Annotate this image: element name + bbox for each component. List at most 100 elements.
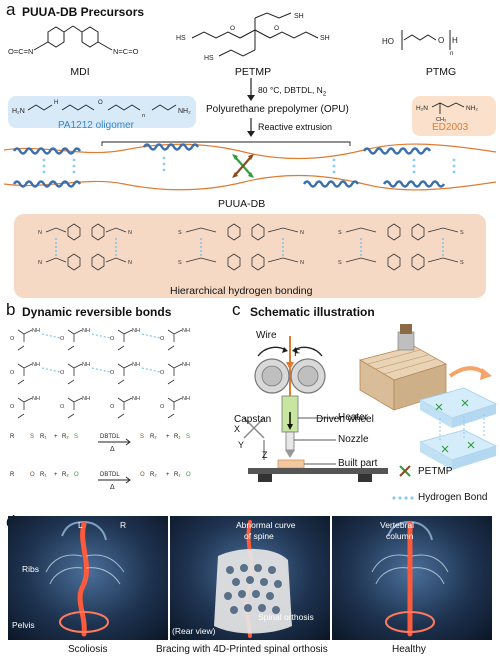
spinal-orthosis-label: Spinal orthosis [258, 612, 314, 622]
svg-text:NH: NH [132, 362, 140, 368]
caption-bracing: Bracing with 4D-Printed spinal orthosis [156, 644, 328, 655]
driven-wheel-label: Driven wheel [316, 414, 374, 425]
panel-c-title: Schematic illustration [250, 305, 375, 319]
svg-text:N: N [128, 260, 132, 266]
svg-text:NH: NH [82, 362, 90, 368]
extrusion-arrow [247, 118, 255, 137]
abnormal-curve-label-2: of spine [244, 531, 274, 541]
svg-text:NH: NH [82, 328, 90, 334]
svg-text:O: O [160, 336, 165, 342]
prepolymer-label: Polyurethane prepolymer (OPU) [206, 104, 349, 115]
svg-text:R₁: R₁ [40, 434, 46, 440]
pelvis-label: Pelvis [12, 620, 35, 630]
svg-text:O: O [10, 336, 15, 342]
puua-db-network [4, 141, 496, 191]
healthy-spine [371, 520, 449, 637]
catalyst-1: DBTDL [100, 434, 120, 440]
caption-healthy: Healthy [392, 644, 426, 655]
svg-text:NH: NH [132, 328, 140, 334]
vertebral-label-2: column [386, 531, 414, 541]
wire-label: Wire [256, 330, 277, 341]
abnormal-curve-label: Abnormal curve [236, 520, 296, 530]
svg-text:+: + [54, 472, 58, 478]
panel-a-title: PUUA-DB Precursors [22, 5, 145, 19]
svg-text:N: N [128, 230, 132, 236]
svg-text:R: R [10, 472, 15, 478]
capstan-label: Capstan [234, 414, 272, 425]
svg-text:R₂: R₂ [150, 472, 157, 478]
nozzle-label: Nozzle [338, 434, 369, 445]
ribs-label: Ribs [22, 564, 40, 574]
svg-text:CH₃: CH₃ [436, 117, 446, 123]
printer-schematic [243, 324, 498, 500]
svg-text:n: n [142, 113, 145, 119]
svg-text:HO: HO [382, 37, 394, 46]
svg-text:NH: NH [182, 362, 190, 368]
svg-text:H₂N: H₂N [416, 105, 428, 112]
scoliosis-photo: L R Ribs Pelvis [8, 516, 168, 640]
svg-text:N=C=O: N=C=O [113, 47, 139, 56]
svg-text:R₁: R₁ [40, 472, 46, 478]
mdi-label: MDI [70, 66, 90, 78]
svg-text:S: S [74, 434, 78, 440]
svg-text:O: O [74, 472, 79, 478]
caption-scoliosis: Scoliosis [68, 644, 108, 655]
scoliosis-right-label: R [120, 520, 127, 530]
svg-text:O: O [110, 336, 115, 342]
svg-text:NH: NH [132, 396, 140, 402]
svg-text:O: O [98, 100, 103, 106]
reaction-arrow [247, 78, 255, 101]
mdi-structure: O=C=N N=C=O [8, 25, 139, 56]
svg-text:O: O [274, 25, 279, 32]
built-part-label: Built part [338, 458, 378, 469]
svg-text:O: O [110, 370, 115, 376]
svg-text:O: O [10, 404, 15, 410]
axis-y-label: Y [238, 440, 245, 450]
heat-2: Δ [110, 484, 115, 491]
svg-text:O: O [186, 472, 191, 478]
heat-1: Δ [110, 446, 115, 453]
svg-text:O: O [30, 472, 35, 478]
pa1212-structure: H₂N H O NH₂ n [12, 100, 191, 119]
axis-x-label: X [234, 424, 241, 434]
svg-text:O: O [140, 472, 145, 478]
svg-text:NH: NH [32, 328, 40, 334]
svg-text:O: O [160, 370, 165, 376]
ed2003-box [412, 96, 496, 136]
svg-text:HS: HS [176, 35, 186, 42]
petmp-label: PETMP [234, 66, 272, 78]
svg-text:NH: NH [82, 396, 90, 402]
ptmg-structure: HO O H n [382, 30, 458, 57]
ptmg-label: PTMG [425, 66, 457, 78]
svg-text:O=C=N: O=C=N [8, 47, 33, 56]
svg-text:R: R [10, 434, 15, 440]
svg-text:O: O [60, 370, 65, 376]
svg-text:SH: SH [320, 35, 330, 42]
panel-a-letter: a [6, 0, 16, 19]
svg-text:R₁: R₁ [174, 434, 180, 440]
healthy-photo: Vertebral column [332, 516, 492, 640]
svg-text:HS: HS [204, 55, 214, 62]
legend-petmp-label: PETMP [418, 466, 453, 477]
bracing-orthosis [214, 520, 292, 638]
svg-text:R₁: R₁ [174, 472, 180, 478]
svg-text:R₂: R₂ [62, 434, 69, 440]
svg-text:SH: SH [294, 13, 304, 20]
svg-text:O: O [438, 36, 444, 45]
ed2003-label: ED2003 [432, 122, 469, 133]
svg-text:NH: NH [182, 396, 190, 402]
svg-text:O: O [160, 404, 165, 410]
svg-text:S: S [140, 434, 144, 440]
svg-text:NH₂: NH₂ [178, 108, 191, 115]
svg-text:O: O [60, 404, 65, 410]
heater-label-visible: Heater [338, 412, 369, 423]
svg-text:O: O [60, 336, 65, 342]
svg-text:+: + [54, 434, 58, 440]
svg-text:S: S [30, 434, 34, 440]
pa1212-oligomer-box [8, 96, 196, 128]
reaction-conditions: 80 °C, DBTDL, N2 [258, 85, 327, 98]
ed2003-structure: H₂N NH₂ CH₃ [416, 102, 478, 123]
svg-text:S: S [186, 434, 190, 440]
